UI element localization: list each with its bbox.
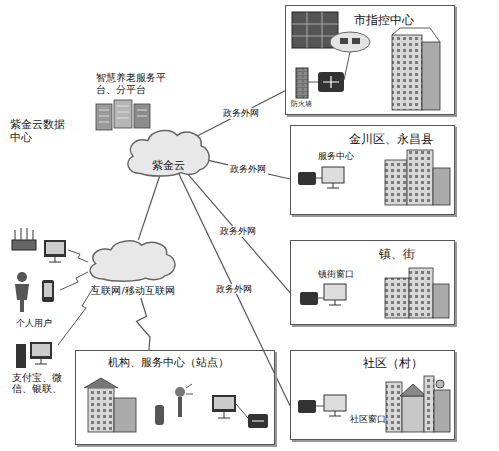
- device-label: 服务中心: [318, 151, 368, 162]
- device-label: 社区窗口: [350, 414, 400, 425]
- router: [300, 292, 324, 305]
- monitor: [324, 395, 346, 416]
- institution-building: [84, 378, 136, 432]
- monitor: [324, 284, 346, 305]
- region-box: 金川区、永昌县: [290, 125, 455, 215]
- buildings: [385, 150, 450, 205]
- cloud-shape: [128, 130, 209, 176]
- firewall: [296, 68, 308, 98]
- cloud-outline: [84, 236, 180, 282]
- cloud: 紫金云: [122, 125, 214, 177]
- router: [308, 52, 350, 92]
- monitor: [44, 240, 66, 262]
- phone: [42, 280, 54, 302]
- node-text: 紫金云: [152, 159, 185, 172]
- region-box: 社区（村）: [290, 350, 455, 440]
- link-label: 政务外网: [228, 164, 268, 175]
- cloud-shape: [90, 241, 175, 281]
- person: [15, 272, 29, 312]
- sensor-devices: [155, 384, 193, 425]
- router: [298, 400, 324, 413]
- computers: [16, 342, 52, 368]
- network-link: [205, 160, 290, 179]
- router: [298, 172, 322, 185]
- network-link: [138, 172, 160, 239]
- node-text: 市指控中心: [354, 13, 414, 27]
- monitor: [212, 395, 236, 418]
- node-text: 金川区、永昌县: [349, 132, 433, 146]
- wireless-links: [58, 250, 95, 345]
- node-text: 互联网/移动互联网: [91, 285, 174, 296]
- device-label: 防火墙: [291, 101, 321, 109]
- node-text: 镇、街: [379, 247, 415, 261]
- link-label: 政务外网: [218, 226, 258, 237]
- node-text: 机构、服务中心（站点）: [108, 356, 229, 369]
- center-name: 紫金云数据中心: [10, 118, 72, 144]
- network-link: [185, 171, 290, 293]
- device-label: 镇街窗口: [318, 269, 368, 280]
- region-box: 市指控中心: [285, 5, 455, 115]
- cloud: 互联网/移动互联网: [84, 236, 182, 298]
- wifi-device: [12, 228, 36, 250]
- link-label: 政务外网: [221, 108, 261, 119]
- node-text: 社区（村）: [363, 356, 423, 370]
- buildings: [385, 268, 449, 318]
- user-label: 个人用户: [16, 318, 66, 329]
- network-link: [178, 172, 290, 406]
- command-building: [392, 28, 440, 110]
- region-box: 镇、街: [290, 240, 455, 325]
- link-label: 政务外网: [214, 284, 254, 295]
- site-box: 机构、服务中心（站点）: [75, 350, 275, 445]
- network-link: [197, 91, 285, 136]
- network-link: [136, 298, 149, 350]
- server-racks: [96, 100, 150, 130]
- platform-name: 智慧养老服务平台、分平台: [96, 72, 170, 96]
- community-houses: [386, 376, 450, 432]
- payment-label: 支付宝、微信、银联、: [12, 372, 66, 395]
- small-cloud: [330, 32, 370, 52]
- monitor: [322, 167, 344, 188]
- router: [236, 404, 268, 428]
